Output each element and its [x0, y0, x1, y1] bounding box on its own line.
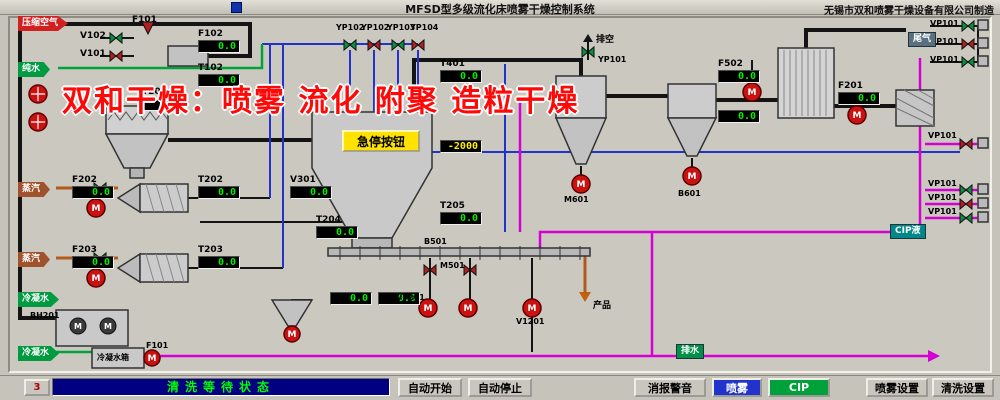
- display-tag: T201: [142, 87, 167, 97]
- inlet-steam-2: 蒸汽: [18, 252, 51, 267]
- inlet-steam-1: 蒸汽: [18, 182, 51, 197]
- tag-vp101-3: VP101: [930, 55, 959, 64]
- inlet-compressed-air: 压缩空气: [18, 16, 69, 31]
- tag-v102: V102: [80, 31, 106, 41]
- display-tag: T204: [316, 215, 341, 225]
- display-tag: F201: [838, 81, 863, 91]
- cip-mode-button[interactable]: CIP: [768, 378, 830, 397]
- company-name: 无锡市双和喷雾干燥设备有限公司制造: [824, 6, 994, 17]
- title-bar: MFSD型多级流化床喷雾干燥控制系统 无锡市双和喷雾干燥设备有限公司制造: [0, 0, 1000, 17]
- display-tag: F502: [718, 59, 743, 69]
- cip-line-label: CIP液: [890, 224, 926, 239]
- inlet-pure-water: 纯水: [18, 62, 51, 77]
- mute-alarm-button[interactable]: 消报警音: [634, 378, 706, 397]
- display-value: 0.0: [198, 40, 240, 53]
- tag-f101-pump: F101: [146, 341, 169, 350]
- alarm-count-button[interactable]: 3: [24, 379, 50, 396]
- tag-f101: F101: [132, 15, 157, 25]
- display-tag: T205: [440, 201, 465, 211]
- display-value: 0.0: [142, 98, 184, 111]
- display-tag: [718, 100, 760, 109]
- display-misc-3: 0.0: [718, 100, 760, 123]
- tag-vp101-4: VP101: [928, 131, 957, 140]
- tag-yp102a: YP102: [336, 23, 365, 32]
- display-misc-1: 0.0: [330, 282, 372, 305]
- tag-yp102b: YP102: [361, 23, 390, 32]
- main-diagram-panel: [8, 16, 992, 373]
- inlet-condensate-2: 冷凝水: [18, 346, 60, 361]
- display-tag: T203: [198, 245, 223, 255]
- display-tag: V301: [290, 175, 316, 185]
- drain-label: 排水: [676, 344, 705, 359]
- tag-vp101-5: VP101: [928, 179, 957, 188]
- display-value: 0.0: [198, 256, 240, 269]
- emergency-stop-button[interactable]: 急停按钮: [342, 130, 420, 152]
- display-tag: T102: [198, 63, 223, 73]
- window-icon: [231, 2, 242, 13]
- display-chamber-pressure: -2000: [440, 130, 482, 153]
- display-value: 0.0: [198, 186, 240, 199]
- clean-settings-button[interactable]: 清洗设置: [932, 378, 994, 397]
- display-value: 0.0: [440, 70, 482, 83]
- display-value: 0.0: [838, 92, 880, 105]
- spray-settings-button[interactable]: 喷雾设置: [866, 378, 928, 397]
- product-label: 产品: [593, 301, 612, 311]
- display-value: 0.0: [718, 70, 760, 83]
- condensate-tank-label: 冷凝水箱: [97, 353, 129, 362]
- display-tag: T202: [198, 175, 223, 185]
- status-bar: 清洗等待状态: [52, 378, 390, 396]
- display-value: 0.0: [330, 292, 372, 305]
- tag-vp101-2: VP101: [930, 37, 959, 46]
- tag-vp101-7: VP101: [928, 207, 957, 216]
- display-value: 0.0: [718, 110, 760, 123]
- display-value: 0.0: [440, 212, 482, 225]
- display-value: -2000: [440, 140, 482, 153]
- tag-vp101-6: VP101: [928, 193, 957, 202]
- display-tag: [378, 282, 420, 291]
- display-value: 0.0: [198, 74, 240, 87]
- spray-mode-button[interactable]: 喷雾: [712, 378, 762, 397]
- tag-b601: B601: [678, 189, 701, 198]
- tag-v1201: V1201: [516, 317, 545, 326]
- tag-bh201: BH201: [30, 311, 60, 320]
- display-tag: [330, 282, 372, 291]
- display-value: 0.0: [72, 256, 114, 269]
- display-tag: F102: [198, 29, 223, 39]
- auto-stop-button[interactable]: 自动停止: [468, 378, 532, 397]
- tag-b501: B501: [424, 237, 447, 246]
- tag-yp101: YP101: [598, 55, 627, 64]
- app-title: MFSD型多级流化床喷雾干燥控制系统: [405, 3, 595, 16]
- display-tag: [440, 130, 482, 139]
- display-value: 0.0: [290, 186, 332, 199]
- tag-v101: V101: [80, 49, 106, 59]
- inlet-condensate-1: 冷凝水: [18, 292, 60, 307]
- auto-start-button[interactable]: 自动开始: [398, 378, 462, 397]
- tail-gas-label: 尾气: [908, 32, 937, 47]
- display-tag: F202: [72, 175, 97, 185]
- tag-vp201: VP201: [396, 293, 425, 302]
- display-tag: T401: [440, 59, 465, 69]
- tag-m501: M501: [440, 261, 465, 270]
- tag-m601: M601: [564, 195, 589, 204]
- tag-yp103: YP103: [387, 23, 416, 32]
- tag-vp101-1: VP101: [930, 19, 959, 28]
- display-value: 0.0: [72, 186, 114, 199]
- vent-label: 排空: [596, 35, 615, 45]
- tag-yp104: YP104: [410, 23, 439, 32]
- display-tag: F203: [72, 245, 97, 255]
- display-value: 0.0: [316, 226, 358, 239]
